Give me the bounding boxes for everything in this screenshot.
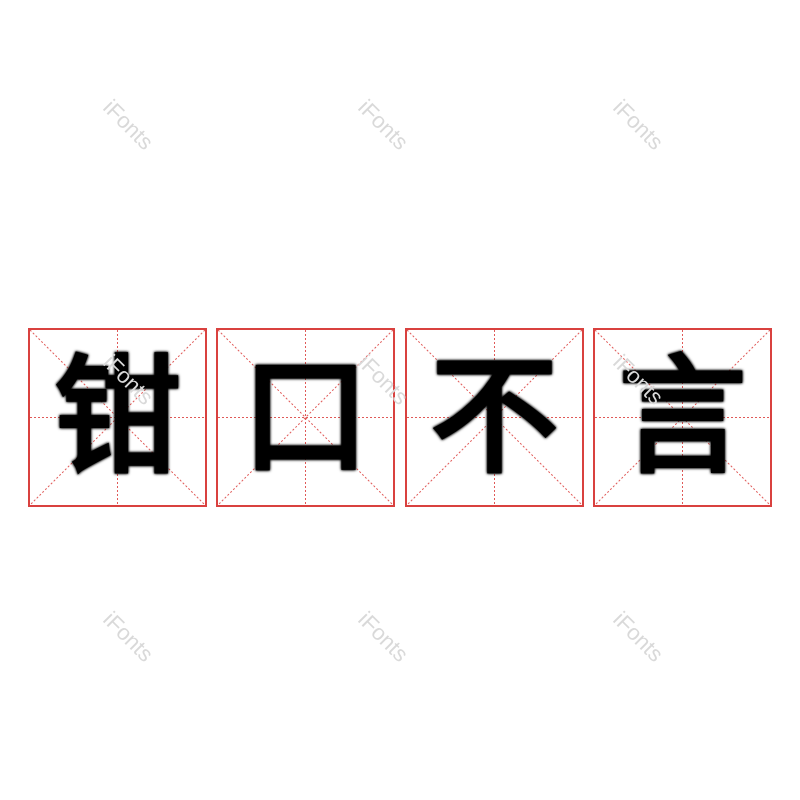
mi-grid-guides <box>218 330 393 505</box>
character-glyph: 言 <box>618 342 747 492</box>
watermark: iFonts <box>98 94 159 155</box>
character-cell-2: 口 <box>216 328 395 507</box>
watermark: iFonts <box>353 94 414 155</box>
character-cell-1: 钳 <box>28 328 207 507</box>
mi-grid-guides <box>407 330 582 505</box>
character-grid-row: 钳 口 不 言 <box>28 328 772 508</box>
character-cell-4: 言 <box>593 328 772 507</box>
watermark: iFonts <box>98 606 159 667</box>
watermark: iFonts <box>608 94 669 155</box>
character-cell-3: 不 <box>405 328 584 507</box>
watermark: iFonts <box>353 606 414 667</box>
mi-grid-guides <box>595 330 770 505</box>
watermark: iFonts <box>608 606 669 667</box>
character-glyph: 不 <box>430 342 559 492</box>
character-glyph: 口 <box>241 342 370 492</box>
character-glyph: 钳 <box>53 342 182 492</box>
mi-grid-guides <box>30 330 205 505</box>
